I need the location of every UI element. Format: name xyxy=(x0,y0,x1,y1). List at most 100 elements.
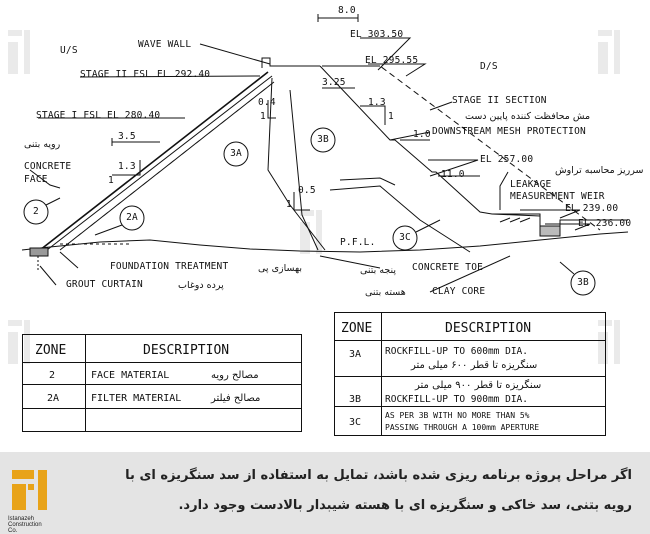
grout-curtain-label: GROUT CURTAIN xyxy=(66,279,143,290)
table-left-row2-zone: 2A xyxy=(47,393,60,404)
stage1-fsl-label: STAGE I FSL EL 280.40 xyxy=(36,110,161,121)
zone-2a-label: 2A xyxy=(126,212,138,223)
zone-2a-circle xyxy=(119,205,145,231)
grout-fa: پرده دوغاب xyxy=(178,280,224,291)
weir-box xyxy=(539,225,561,237)
crest xyxy=(261,57,320,68)
dim-slope-us-num-label: 1 xyxy=(108,175,114,186)
table-left-row1-desc: FACE MATERIAL xyxy=(91,370,170,381)
zone-3b-circle xyxy=(310,127,336,153)
leader-el239 xyxy=(520,209,581,219)
leader-foundation xyxy=(59,251,79,269)
filter-boundary xyxy=(59,81,275,251)
ground-line xyxy=(21,231,629,253)
el-257-label: EL 257.00 xyxy=(480,154,534,165)
footer-caption: اگر مراحل پروژه برنامه ریزی شده باشد، تم… xyxy=(0,452,650,534)
zone-2-circle xyxy=(23,199,49,225)
upstream-face-inner xyxy=(46,75,273,251)
spillway-fa: سرریز محاسبه تراوش xyxy=(555,165,644,176)
leader-zone2 xyxy=(45,197,61,206)
dim-05-label: 0.5 xyxy=(298,185,316,196)
leader-mesh xyxy=(389,131,431,141)
dim-el303-line xyxy=(360,37,412,71)
zone-boundary-3a3b xyxy=(267,77,326,251)
table-right-row2-fa: سنگریزه تا قطر ۹۰۰ میلی متر xyxy=(415,380,542,391)
table-right-row3-zone: 3C xyxy=(349,417,362,428)
dim-04-num-label: 1 xyxy=(260,111,266,122)
concrete-face-label-1: CONCRETE xyxy=(24,161,72,172)
zone-3a-circle xyxy=(223,141,249,167)
zone-boundary-core xyxy=(289,89,319,251)
logo-mark-icon xyxy=(12,470,47,510)
leader-el257 xyxy=(428,159,479,177)
dim-325-label: 3.25 xyxy=(322,77,346,88)
table-right-row2-zone: 3B xyxy=(349,394,362,405)
leader-weir xyxy=(499,171,509,210)
slope-triangle-us xyxy=(112,160,141,176)
leader-toe xyxy=(319,255,381,269)
clay-core-label: CLAY CORE xyxy=(432,286,486,297)
table-right-row3-desc-2: PASSING THROUGH A 100mm APERTURE xyxy=(385,423,540,432)
slope-triangle-05 xyxy=(293,192,310,211)
watermark-logo xyxy=(300,210,322,254)
table-left-row1-zone: 2 xyxy=(49,370,56,381)
caption-line-2: رویه بتنی، سد خاکی و سنگریزه ای با هسته … xyxy=(178,498,632,513)
el-239-label: EL 239.00 xyxy=(565,203,619,214)
dam-section-drawing xyxy=(21,14,629,296)
leader-clay xyxy=(429,255,511,293)
dim-el295-line xyxy=(368,63,427,77)
ds-label: D/S xyxy=(480,61,498,72)
table-right-row2-desc: ROCKFILL-UP TO 900mm DIA. xyxy=(385,394,528,405)
zone-3c-circle xyxy=(392,225,418,251)
zone-3b-out-label: 3B xyxy=(577,277,589,288)
zone-3b-out-circle xyxy=(570,270,596,296)
stage2-section-label: STAGE II SECTION xyxy=(452,95,547,106)
table-right-row1-desc: ROCKFILL-UP TO 600mm DIA. xyxy=(385,346,528,357)
concrete-face-label-2: FACE xyxy=(24,174,48,185)
el-236-label: EL 236.00 xyxy=(578,218,632,229)
slope-triangle-04 xyxy=(267,100,276,119)
dim-35-label: 3.5 xyxy=(118,131,136,142)
us-label: U/S xyxy=(60,45,78,56)
weir-hatch xyxy=(499,217,531,223)
logo-text-3: Co. xyxy=(8,528,18,534)
watermark-logo xyxy=(8,30,30,74)
el-295-label: EL 295.55 xyxy=(365,55,419,66)
logo-text-1: Istanazeh xyxy=(8,516,35,522)
mesh-fa: مش محافظت کننده پایین دست xyxy=(465,111,591,122)
table-left-header-desc: DESCRIPTION xyxy=(143,343,230,358)
zone-table-left: ZONE DESCRIPTION 2 FACE MATERIAL مصالح ر… xyxy=(22,334,302,432)
dim-13b-label: 1.3 xyxy=(368,97,386,108)
foundation-fa: بهسازی پی xyxy=(258,263,302,274)
dim-crest-line xyxy=(317,14,359,22)
caption-line-1: اگر مراحل پروژه برنامه ریزی شده باشد، تم… xyxy=(125,468,632,483)
zone-3b-label: 3B xyxy=(317,134,329,145)
leader-grout xyxy=(39,265,57,286)
table-right-header-zone: ZONE xyxy=(341,321,373,336)
dim-35-line xyxy=(111,138,160,146)
table-left-row1-fa: مصالح رویه xyxy=(211,370,259,381)
dim-slope-us-label: 1.3 xyxy=(118,161,136,172)
table-right-header-desc: DESCRIPTION xyxy=(445,321,532,336)
company-logo: Istanazeh Construction Co. xyxy=(8,468,56,534)
concrete-face-fa: رویه بتنی xyxy=(24,139,61,150)
dim-10-label: 1.0 xyxy=(413,129,431,140)
leakage-label-1: LEAKAGE xyxy=(510,179,552,190)
upstream-face xyxy=(39,71,269,251)
downstream-mesh-label: DOWNSTREAM MESH PROTECTION xyxy=(432,126,586,137)
dim-110-label: 11.0 xyxy=(441,169,465,180)
concrete-toe xyxy=(29,247,49,257)
table-right-row1-fa: سنگریزه تا قطر ۶۰۰ میلی متر xyxy=(411,360,538,371)
berm-lower xyxy=(339,177,396,186)
dim-04-label: 0.4 xyxy=(258,97,276,108)
stage2-fsl-label: STAGE II FSL EL 292.40 xyxy=(80,69,211,80)
el-303-label: EL 303.50 xyxy=(350,29,404,40)
toe-fa: پنجه بتنی xyxy=(360,265,397,276)
logo-text-2: Construction xyxy=(8,522,42,528)
table-right-row3-desc-1: AS PER 3B WITH NO MORE THAN 5% xyxy=(385,411,530,420)
foundation-treatment-label: FOUNDATION TREATMENT xyxy=(110,261,229,272)
slope-triangle-13b xyxy=(360,105,386,125)
watermark-logo xyxy=(8,320,30,364)
leakage-label-2: MEASUREMENT WEIR xyxy=(510,191,605,202)
